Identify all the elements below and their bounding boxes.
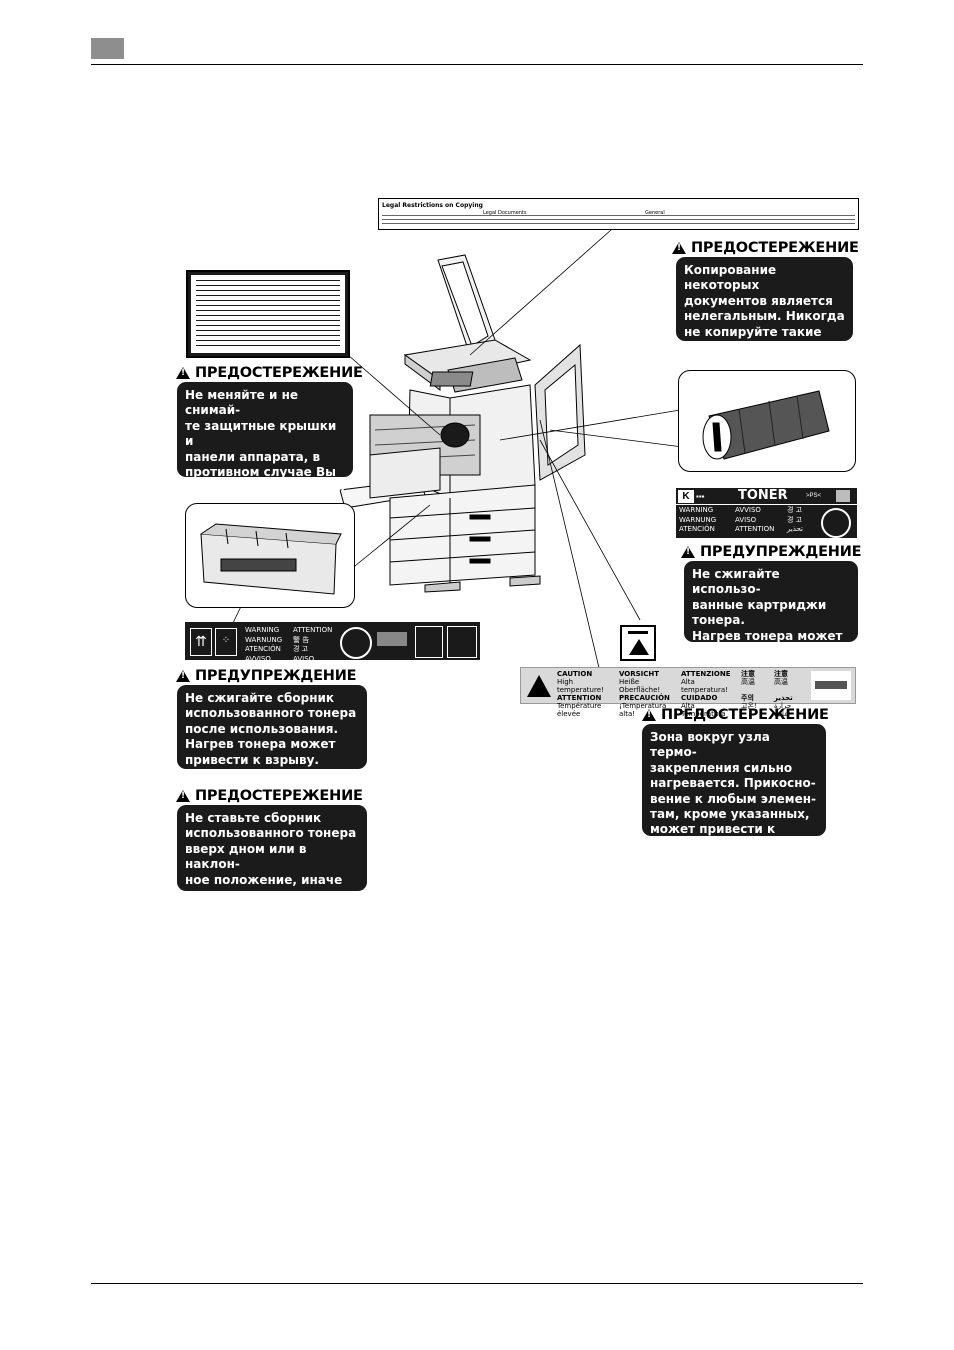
waste-toner-callout: [185, 503, 355, 608]
heat-word: ATTENZIONE: [681, 670, 731, 678]
waste-word: WARNUNG: [245, 635, 283, 644]
toner-word: 경 고: [787, 506, 803, 514]
waste-word: AVISO: [293, 654, 315, 663]
toner-label: K ▪▪▪ TONER >PS< WARNING AVVISO 경 고 WARN…: [676, 488, 857, 538]
toner-color-code: K: [678, 490, 694, 503]
waste-word: WARNING: [245, 626, 280, 634]
toner-cartridge-callout: [678, 370, 856, 472]
caution-copy-text: Копирование некоторых документов являетс…: [676, 257, 853, 354]
toner-word: WARNUNG: [679, 515, 717, 524]
warning-waste-heading: ПРЕДУПРЕЖДЕНИЕ: [176, 668, 357, 684]
warning-triangle-icon: [672, 242, 686, 254]
waste-toner-label: ⇈ ⁘ WARNING ATTENTION WARNUNG 警 告 ATENCI…: [185, 622, 480, 663]
legal-restrictions-label: Legal Restrictions on Copying Legal Docu…: [378, 198, 859, 230]
warning-triangle-icon: [176, 790, 190, 802]
toner-word: WARNING: [679, 506, 714, 514]
high-temperature-label: CAUTION VORSICHT ATTENZIONE 注意 注意 High t…: [520, 667, 856, 718]
heat-sub: High temperature!: [557, 678, 604, 694]
heat-sub: 고온!: [741, 702, 757, 710]
toner-word: ATENCIÓN: [679, 525, 715, 533]
no-tilt-icon: [415, 626, 443, 658]
heat-sub: 高温: [774, 678, 788, 686]
hot-surface-icon: [527, 675, 551, 697]
this-side-up-icon: ⇈: [190, 628, 212, 656]
caution-copy-heading: ПРЕДОСТЕРЕЖЕНИЕ: [672, 240, 859, 256]
toner-symbol-icon: [836, 490, 850, 502]
fuser-area-icon: [811, 671, 851, 700]
caution-fuser-heading: ПРЕДОСТЕРЕЖЕНИЕ: [642, 707, 829, 723]
footer-rule: [91, 1283, 863, 1284]
heat-word: CAUTION: [557, 670, 593, 678]
heat-word: 注意: [741, 670, 755, 678]
heat-word: تحذير: [774, 694, 793, 702]
copier-illustration: [330, 240, 590, 640]
hot-surface-label: [620, 625, 656, 661]
no-fire-icon: [821, 508, 851, 538]
warning-waste-text: Не сжигайте сборник использованного тоне…: [177, 685, 367, 769]
toner-dots-icon: ▪▪▪: [696, 492, 705, 501]
waste-word: AVVISO: [245, 654, 271, 663]
heat-word: VORSICHT: [619, 670, 660, 678]
caution-waste-orientation-heading: ПРЕДОСТЕРЕЖЕНИЕ: [176, 788, 363, 804]
toner-word: 경 고: [787, 515, 803, 524]
caution-laser-heading: ПРЕДОСТЕРЕЖЕНИЕ: [176, 365, 363, 381]
waste-word: 경 고: [293, 645, 309, 653]
toner-word: ATTENTION: [735, 525, 775, 533]
warning-triangle-icon: [176, 670, 190, 682]
hot-surface-icon: [629, 639, 649, 655]
heat-word: CUIDADO: [681, 694, 718, 702]
legal-label-col2: Legal Documents: [483, 210, 527, 216]
caution-fuser-text: Зона вокруг узла термо- закрепления силь…: [642, 724, 826, 852]
warning-triangle-icon: [642, 709, 656, 721]
waste-word: 警 告: [293, 635, 310, 644]
heat-sub: حرارة عالية: [774, 702, 792, 718]
toner-pe-mark: >PS<: [806, 493, 822, 499]
toner-spill-icon: ⁘: [215, 628, 237, 656]
warning-toner-text: Не сжигайте использо- ванные картриджи т…: [684, 561, 858, 658]
heat-word: ATTENTION: [557, 694, 602, 702]
heat-word: 주의: [741, 694, 754, 702]
no-upside-down-icon: [447, 626, 477, 658]
warning-triangle-icon: [176, 367, 190, 379]
chapter-marker: [91, 38, 124, 59]
heat-sub: 高温: [741, 678, 755, 686]
warning-triangle-icon: [681, 546, 695, 558]
toner-title: TONER: [738, 488, 788, 503]
toner-cartridge-icon: [679, 371, 857, 473]
waste-word: ATENCIÓN: [245, 645, 281, 653]
toner-word: تحذير: [787, 525, 803, 533]
waste-toner-box-icon: [186, 504, 356, 609]
heat-sub: ¡Temperatura alta!: [619, 702, 667, 718]
heat-word: 注意: [774, 670, 788, 678]
upright-box-icon: [377, 632, 407, 646]
header-rule: [91, 64, 863, 65]
legal-label-title: Legal Restrictions on Copying: [382, 202, 483, 209]
legal-label-col3: General: [645, 210, 665, 216]
heat-sub: Heiße Oberfläche!: [619, 678, 661, 694]
caution-waste-orientation-text: Не ставьте сборник использованного тонер…: [177, 805, 367, 917]
waste-word: ATTENTION: [293, 626, 333, 634]
toner-word: AVISO: [735, 515, 757, 524]
warning-toner-heading: ПРЕДУПРЕЖДЕНИЕ: [681, 544, 862, 560]
toner-word: AVVISO: [735, 506, 761, 514]
heat-sub: Alta Temperatura: [681, 702, 726, 718]
no-fire-icon: [340, 627, 372, 659]
heat-sub: Température élevée: [557, 702, 602, 718]
caution-laser-text: Не меняйте и не снимай- те защитные крыш…: [177, 382, 353, 525]
heat-word: PRECAUCIÓN: [619, 694, 670, 702]
laser-warning-label: [186, 270, 350, 358]
heat-sub: Alta temperatura!: [681, 678, 728, 694]
